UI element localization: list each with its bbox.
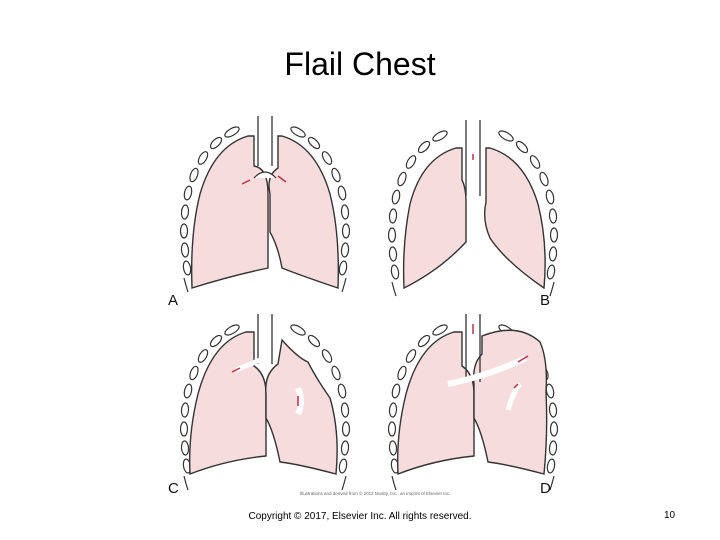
flail-chest-panel-a <box>179 116 360 293</box>
panel-label-a: A <box>168 292 179 309</box>
panel-label-d: D <box>540 480 551 497</box>
flail-chest-panel-b <box>387 120 568 297</box>
page-number: 10 <box>664 510 676 521</box>
copyright-footer: Copyright © 2017, Elsevier Inc. All righ… <box>248 511 472 522</box>
panel-label-c: C <box>168 480 179 497</box>
image-credit: Illustrations and derived from © 2012 Mo… <box>300 491 451 496</box>
flail-chest-panel-d <box>387 314 568 491</box>
flail-chest-panel-c <box>179 314 360 491</box>
slide-title: Flail Chest <box>284 46 436 82</box>
panel-label-b: B <box>540 292 551 309</box>
